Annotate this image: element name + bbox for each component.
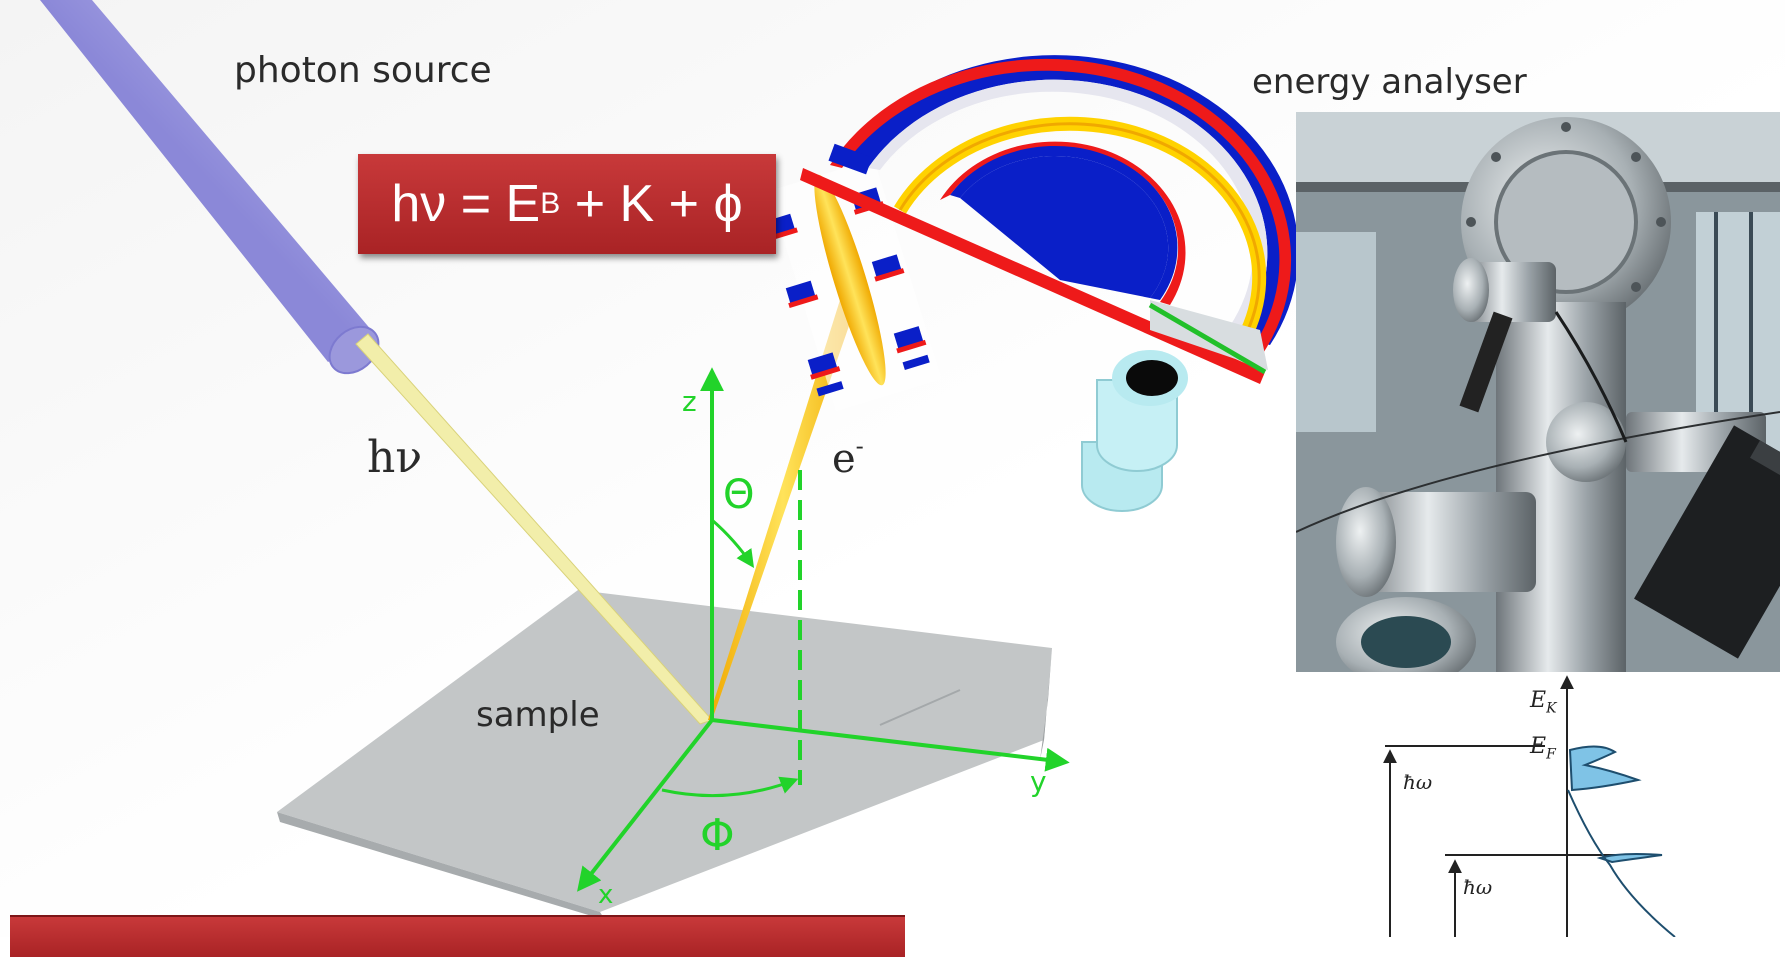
photon-source-label: photon source (234, 50, 492, 91)
ek-symbol: E (1530, 688, 1547, 713)
electron-symbol: e (832, 436, 856, 482)
equation-rhs: + K + ϕ (560, 175, 743, 233)
photon-energy-label: hν (367, 432, 423, 483)
sample-plate (277, 590, 1052, 920)
energy-diagram (1383, 675, 1676, 937)
sample-label: sample (476, 695, 600, 735)
theta-angle-label: Θ (723, 472, 755, 518)
detector (1081, 350, 1188, 512)
y-axis-label: y (1030, 765, 1047, 798)
kinetic-energy-label: EK (1530, 688, 1557, 716)
fermi-energy-label: EF (1530, 734, 1556, 762)
z-axis-label: z (682, 385, 697, 418)
ef-symbol: E (1530, 734, 1547, 759)
photon-energy-hw-label-2: ħω (1463, 875, 1493, 899)
ek-subscript: K (1546, 700, 1557, 717)
equation-sub: B (540, 187, 561, 220)
phi-angle-label: Φ (700, 810, 735, 861)
photon-energy-hw-label: ħω (1403, 770, 1433, 794)
electron-charge: - (855, 432, 864, 460)
energy-analyser-label: energy analyser (1252, 62, 1527, 102)
hemispherical-analyser (800, 55, 1299, 384)
coordinate-axes (577, 367, 1070, 892)
x-axis-label: x (598, 880, 614, 910)
electron-label: e- (832, 432, 864, 482)
electron-beam-lower (708, 300, 858, 720)
apparatus-photo (1296, 112, 1780, 672)
ef-subscript: F (1546, 746, 1556, 763)
equation-lhs: hν = E (391, 175, 541, 233)
bottom-banner (10, 915, 905, 957)
